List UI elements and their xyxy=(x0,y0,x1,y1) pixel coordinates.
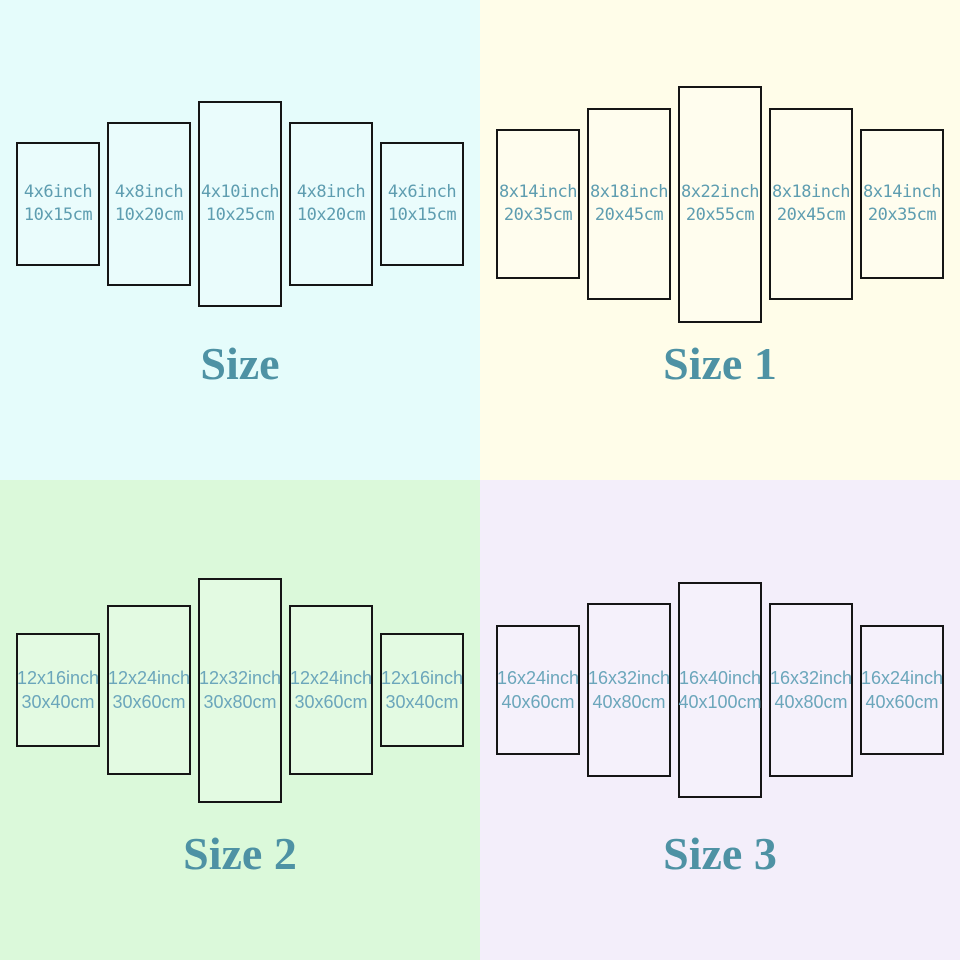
size-panel: 16x24inch 40x60cm xyxy=(496,625,580,755)
size-panel: 16x24inch 40x60cm xyxy=(860,625,944,755)
size-inch: 16x32inch xyxy=(587,668,671,688)
quadrant-title: Size 3 xyxy=(663,828,777,879)
size-panel: 12x16inch 30x40cm xyxy=(16,633,100,747)
quadrant-size-3: 16x24inch 40x60cm 16x32inch 40x80cm 16x4… xyxy=(480,480,960,960)
size-inch: 16x24inch xyxy=(860,668,944,688)
size-panel: 4x6inch 10x15cm xyxy=(380,142,464,266)
size-cm: 40x60cm xyxy=(501,692,575,712)
size-cm: 40x60cm xyxy=(865,692,939,712)
size-panel: 16x40inch 40x100cm xyxy=(678,582,762,798)
size-cm: 30x40cm xyxy=(385,692,459,712)
size-inch: 8x14inch xyxy=(499,182,577,202)
panel-size-label: 16x24inch 40x60cm xyxy=(497,666,579,714)
quadrant-title: Size xyxy=(200,338,280,389)
quadrant-size-2: 12x16inch 30x40cm 12x24inch 30x60cm 12x3… xyxy=(0,480,480,960)
size-inch: 8x18inch xyxy=(590,182,668,202)
panel-size-label: 8x18inch 20x45cm xyxy=(590,181,668,227)
size-cm: 20x35cm xyxy=(867,205,937,225)
panel-size-label: 12x16inch 30x40cm xyxy=(381,666,463,714)
size-panel: 12x16inch 30x40cm xyxy=(380,633,464,747)
size-panel: 12x24inch 30x60cm xyxy=(107,605,191,775)
size-inch: 8x22inch xyxy=(681,182,759,202)
size-inch: 4x8inch xyxy=(296,182,366,202)
size-inch: 16x40inch xyxy=(678,668,762,688)
size-panel: 4x8inch 10x20cm xyxy=(289,122,373,286)
panel-size-label: 4x8inch 10x20cm xyxy=(114,181,184,227)
size-panel: 12x32inch 30x80cm xyxy=(198,577,282,803)
size-inch: 4x8inch xyxy=(114,182,184,202)
size-panel: 16x32inch 40x80cm xyxy=(769,603,853,777)
size-cm: 20x45cm xyxy=(594,205,664,225)
size-cm: 40x80cm xyxy=(774,692,848,712)
size-inch: 12x16inch xyxy=(16,668,100,688)
panel-size-label: 4x6inch 10x15cm xyxy=(23,181,93,227)
size-cm: 40x100cm xyxy=(678,692,762,712)
size-cm: 10x15cm xyxy=(23,205,93,225)
panel-size-label: 4x8inch 10x20cm xyxy=(296,181,366,227)
size-inch: 12x24inch xyxy=(289,668,373,688)
size-inch: 4x10inch xyxy=(201,182,279,202)
panel-size-label: 16x40inch 40x100cm xyxy=(678,666,761,714)
quadrant-size-1: 8x14inch 20x35cm 8x18inch 20x45cm 8x22in… xyxy=(480,0,960,480)
size-cm: 10x15cm xyxy=(387,205,457,225)
size-panel: 16x32inch 40x80cm xyxy=(587,603,671,777)
size-panel: 4x10inch 10x25cm xyxy=(198,101,282,307)
size-cm: 20x45cm xyxy=(776,205,846,225)
size-inch: 12x16inch xyxy=(380,668,464,688)
size-panel: 4x6inch 10x15cm xyxy=(16,142,100,266)
size-cm: 10x20cm xyxy=(296,205,366,225)
panel-size-label: 8x22inch 20x55cm xyxy=(681,181,759,227)
size-cm: 20x55cm xyxy=(685,205,755,225)
size-inch: 12x32inch xyxy=(198,668,282,688)
size-inch: 4x6inch xyxy=(387,182,457,202)
panel-size-label: 4x6inch 10x15cm xyxy=(387,181,457,227)
size-panel: 8x22inch 20x55cm xyxy=(678,85,762,323)
quadrant-title: Size 2 xyxy=(183,828,297,879)
size-panel: 8x18inch 20x45cm xyxy=(587,108,671,300)
size-inch: 16x24inch xyxy=(496,668,580,688)
panel-size-label: 8x14inch 20x35cm xyxy=(863,181,941,227)
size-cm: 40x80cm xyxy=(592,692,666,712)
panel-size-label: 16x24inch 40x60cm xyxy=(861,666,943,714)
size-cm: 30x40cm xyxy=(21,692,95,712)
size-cm: 20x35cm xyxy=(503,205,573,225)
size-cm: 10x20cm xyxy=(114,205,184,225)
panel-size-label: 4x10inch 10x25cm xyxy=(201,181,279,227)
panel-size-label: 8x18inch 20x45cm xyxy=(772,181,850,227)
size-inch: 4x6inch xyxy=(23,182,93,202)
panel-size-label: 12x32inch 30x80cm xyxy=(199,666,281,714)
panel-size-label: 12x24inch 30x60cm xyxy=(108,666,190,714)
size-cm: 10x25cm xyxy=(205,205,275,225)
quadrant-size: 4x6inch 10x15cm 4x8inch 10x20cm 4x10inch… xyxy=(0,0,480,480)
size-panel: 8x14inch 20x35cm xyxy=(860,129,944,279)
panel-size-label: 12x24inch 30x60cm xyxy=(290,666,372,714)
size-inch: 12x24inch xyxy=(107,668,191,688)
panel-row: 16x24inch 40x60cm 16x32inch 40x80cm 16x4… xyxy=(480,480,960,900)
size-panel: 8x18inch 20x45cm xyxy=(769,108,853,300)
panel-size-label: 16x32inch 40x80cm xyxy=(770,666,852,714)
panel-row: 4x6inch 10x15cm 4x8inch 10x20cm 4x10inch… xyxy=(0,0,480,408)
panel-size-label: 8x14inch 20x35cm xyxy=(499,181,577,227)
size-cm: 30x80cm xyxy=(203,692,277,712)
size-cm: 30x60cm xyxy=(294,692,368,712)
panel-size-label: 16x32inch 40x80cm xyxy=(588,666,670,714)
size-inch: 16x32inch xyxy=(769,668,853,688)
panel-size-label: 12x16inch 30x40cm xyxy=(17,666,99,714)
size-panel: 4x8inch 10x20cm xyxy=(107,122,191,286)
panel-row: 8x14inch 20x35cm 8x18inch 20x45cm 8x22in… xyxy=(480,0,960,408)
size-panel: 8x14inch 20x35cm xyxy=(496,129,580,279)
quadrant-title: Size 1 xyxy=(663,338,777,389)
panel-row: 12x16inch 30x40cm 12x24inch 30x60cm 12x3… xyxy=(0,480,480,900)
size-panel: 12x24inch 30x60cm xyxy=(289,605,373,775)
size-cm: 30x60cm xyxy=(112,692,186,712)
size-inch: 8x14inch xyxy=(863,182,941,202)
size-inch: 8x18inch xyxy=(772,182,850,202)
